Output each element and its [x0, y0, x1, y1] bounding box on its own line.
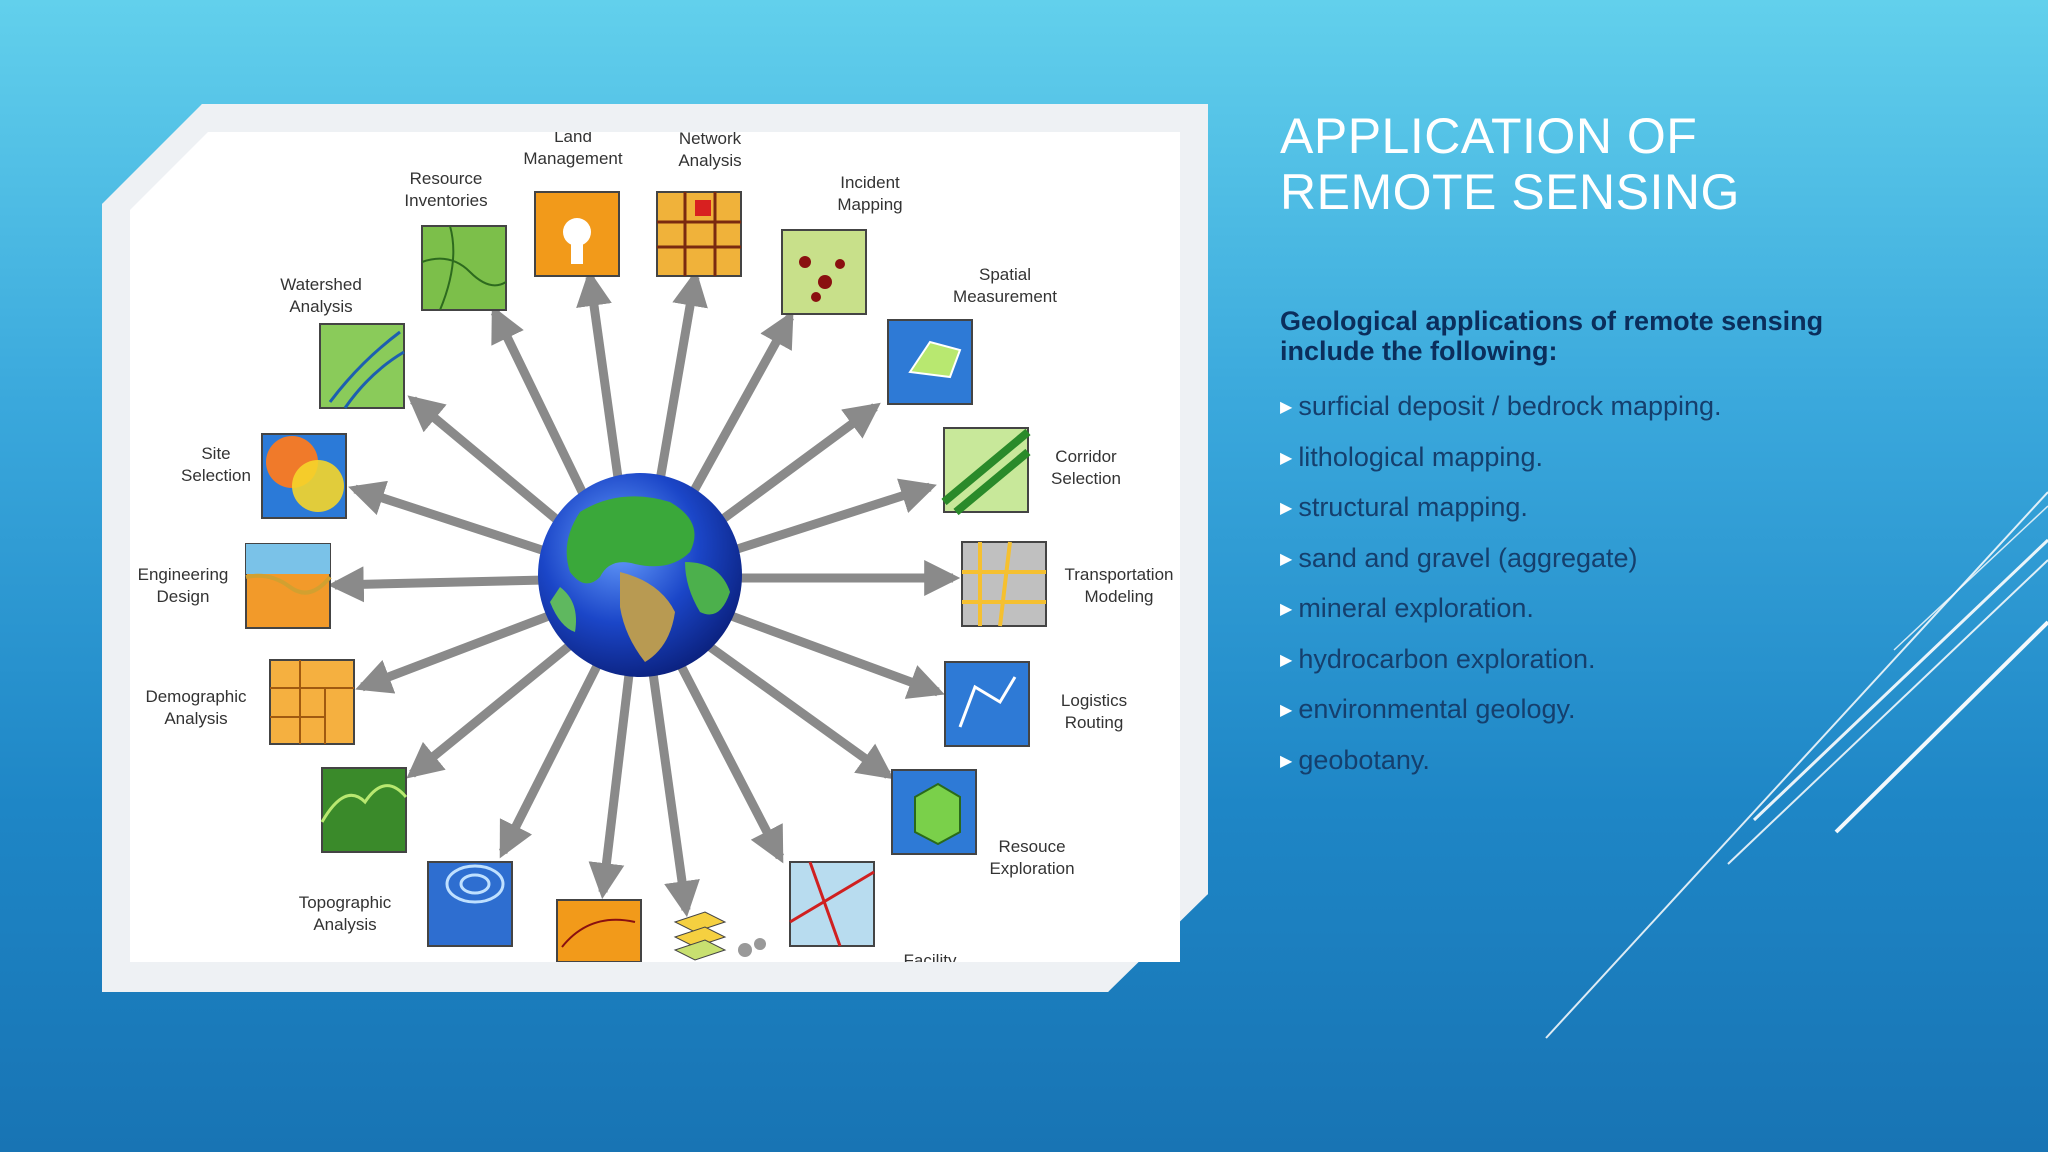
subheading-line: include the following:	[1280, 336, 1558, 366]
bullet-item: ▶ geobotany.	[1280, 736, 1930, 787]
triangle-right-icon: ▶	[1280, 399, 1293, 416]
bullet-text: geobotany.	[1298, 744, 1430, 775]
bullet-text: environmental geology.	[1298, 694, 1576, 724]
bullet-item: ▶ structural mapping.	[1280, 483, 1930, 534]
triangle-right-icon: ▶	[1280, 752, 1293, 770]
bullet-text: hydrocarbon exploration.	[1298, 643, 1596, 674]
title-line: APPLICATION OF	[1280, 108, 1698, 164]
incident-mapping-icon	[781, 229, 867, 315]
label-facility: Facility	[904, 951, 957, 962]
icon-tiles	[245, 191, 1047, 962]
globe-icon	[538, 473, 742, 677]
triangle-right-icon: ▶	[1280, 702, 1293, 719]
triangle-right-icon: ▶	[1280, 550, 1293, 568]
bullet-text: sand and gravel (aggregate)	[1298, 542, 1638, 573]
land-management-keyhole	[563, 218, 591, 246]
logistics-routing-icon	[944, 661, 1030, 747]
title-line: REMOTE SENSING	[1280, 164, 1740, 220]
bullet-text: mineral exploration.	[1298, 593, 1534, 623]
bullet-item: ▶ sand and gravel (aggregate)	[1280, 534, 1930, 585]
bullet-list: ▶ surficial deposit / bedrock mapping. ▶ l…	[1280, 382, 1930, 786]
bullet-text: lithological mapping.	[1298, 441, 1543, 472]
bullet-item: ▶ surficial deposit / bedrock mapping.	[1280, 382, 1930, 433]
bullet-text: surficial deposit / bedrock mapping.	[1298, 391, 1722, 421]
slide-title: APPLICATION OF REMOTE SENSING	[1280, 108, 1980, 220]
resource-inventories-icon	[421, 225, 507, 311]
bullet-item: ▶ hydrocarbon exploration.	[1280, 635, 1930, 686]
network-overlay-icon	[556, 899, 642, 962]
layer-stack-icon	[673, 911, 766, 961]
arrows	[327, 269, 961, 918]
triangle-right-icon: ▶	[1280, 601, 1293, 618]
terrain-icon	[321, 767, 407, 853]
triangle-right-icon: ▶	[1280, 449, 1293, 467]
triangle-right-icon: ▶	[1280, 500, 1293, 517]
demographic-analysis-icon	[269, 659, 355, 745]
bullet-item: ▶ mineral exploration.	[1280, 584, 1930, 635]
bullet-item: ▶ environmental geology.	[1280, 685, 1930, 736]
triangle-right-icon: ▶	[1280, 651, 1293, 669]
subheading-line: Geological applications of remote sensin…	[1280, 306, 1824, 336]
subheading: Geological applications of remote sensin…	[1280, 306, 1920, 366]
bullet-item: ▶ lithological mapping.	[1280, 433, 1930, 484]
bullet-text: structural mapping.	[1298, 492, 1528, 522]
facility-icon	[789, 861, 875, 947]
